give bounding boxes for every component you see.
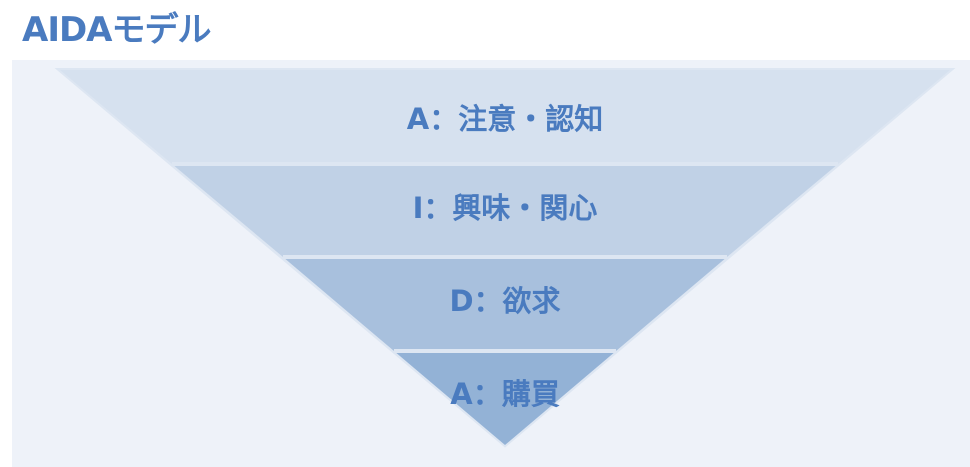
funnel-stage-interest-shape xyxy=(172,164,838,257)
funnel-stage-interest: I：興味・関心 xyxy=(172,164,838,257)
funnel-stage-attention-shape xyxy=(60,70,950,164)
funnel-stage-action: A：購買 xyxy=(394,351,616,445)
page-title: AIDAモデル xyxy=(22,10,211,50)
funnel-stage-attention: A：注意・認知 xyxy=(60,70,950,164)
funnel-stage-interest-label: I：興味・関心 xyxy=(413,191,598,225)
funnel-stage-desire-label: D：欲求 xyxy=(449,284,560,318)
funnel-stage-attention-label: A：注意・認知 xyxy=(407,102,603,136)
funnel-stage-desire-shape xyxy=(283,257,727,351)
funnel-stage-desire: D：欲求 xyxy=(283,257,727,351)
funnel-stage-action-label: A：購買 xyxy=(450,377,559,411)
funnel-stage-action-shape xyxy=(394,351,616,445)
